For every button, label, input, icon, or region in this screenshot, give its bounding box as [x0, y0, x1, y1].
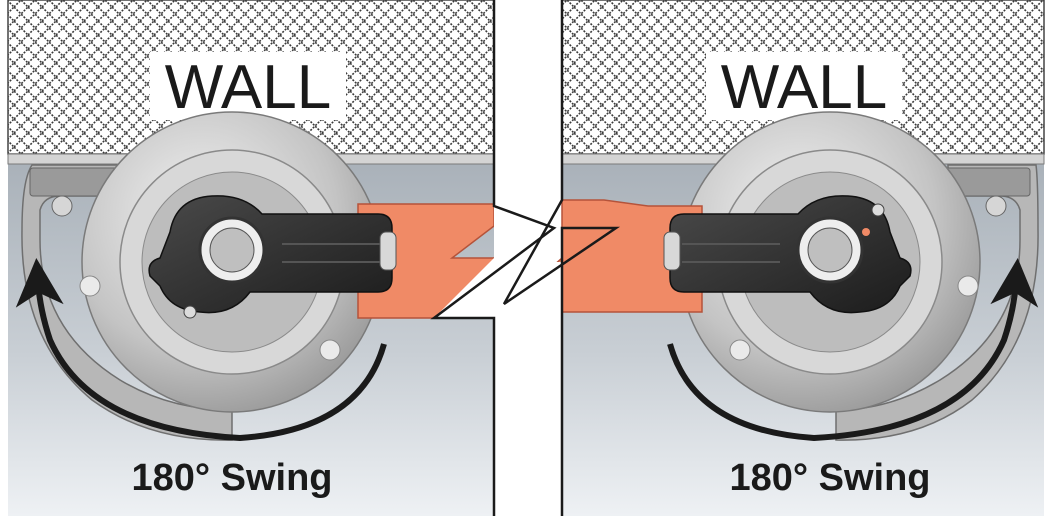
- right-screw-icon: [985, 195, 1007, 217]
- left-wall-label: WALL: [165, 53, 332, 122]
- left-pivot-core: [209, 227, 255, 273]
- left-bolt-hole-icon: [79, 275, 101, 297]
- left-panel: WALL 180° Swing: [7, 0, 495, 516]
- right-clamp-nut: [663, 231, 681, 271]
- right-bolt-hole-icon: [729, 339, 751, 361]
- right-swing-label: 180° Swing: [729, 457, 930, 499]
- left-screw-icon: [51, 195, 73, 217]
- right-lock-screw-icon: [871, 203, 885, 217]
- left-bolt-hole-icon: [319, 339, 341, 361]
- right-wall-label-bg: [706, 52, 902, 120]
- left-wall-label-bg: [150, 52, 346, 120]
- right-bolt-hole-icon: [957, 275, 979, 297]
- right-wall-label: WALL: [721, 53, 888, 122]
- right-indicator-dot: [862, 228, 870, 236]
- left-clamp-nut: [379, 231, 397, 271]
- left-swing-arrow-icon: [15, 258, 387, 442]
- right-panel: WALL 180° Swing: [507, 0, 1045, 516]
- right-swing-arrow-icon: [667, 258, 1039, 442]
- right-pivot-core: [807, 227, 853, 273]
- zigzag-break-icon: [430, 0, 621, 516]
- left-lock-screw-icon: [183, 305, 197, 319]
- left-swing-label: 180° Swing: [131, 457, 332, 499]
